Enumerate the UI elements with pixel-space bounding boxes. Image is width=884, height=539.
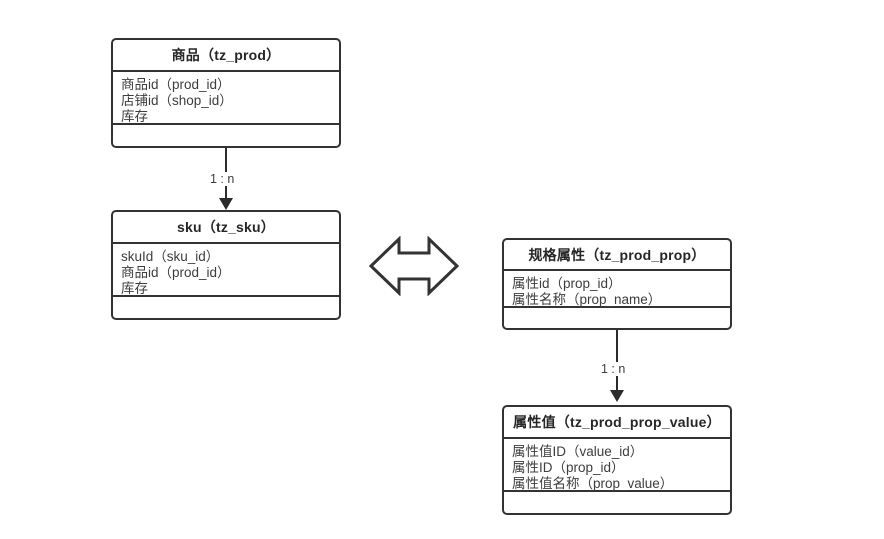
connector-label-cardinality: 1 : n (208, 172, 237, 186)
field-row: 商品id（prod_id） (121, 77, 231, 92)
field-row: skuId（sku_id） (121, 249, 220, 264)
entity-fields-tz-prod-prop-value: 属性值ID（value_id） 属性ID（prop_id） 属性值名称（prop… (504, 439, 730, 492)
entity-footer-tz-prod-prop (504, 308, 730, 328)
entity-fields-tz-prod: 商品id（prod_id） 店铺id（shop_id） 库存 (113, 72, 339, 125)
entity-header-tz-prod-prop: 规格属性（tz_prod_prop） (504, 240, 730, 271)
field-row: 属性值ID（value_id） (512, 444, 644, 459)
entity-tz-prod-prop-value[interactable]: 属性值（tz_prod_prop_value） 属性值ID（value_id） … (502, 405, 732, 515)
connector-label-cardinality: 1 : n (599, 362, 628, 376)
entity-header-tz-prod: 商品（tz_prod） (113, 40, 339, 72)
entity-footer-tz-prod-prop-value (504, 492, 730, 513)
connector-arrowhead (219, 198, 233, 210)
field-row: 属性id（prop_id） (512, 276, 622, 291)
connector-arrowhead (610, 390, 624, 402)
entity-fields-tz-prod-prop: 属性id（prop_id） 属性名称（prop_name） (504, 271, 730, 308)
entity-tz-sku[interactable]: sku（tz_sku） skuId（sku_id） 商品id（prod_id） … (111, 210, 341, 320)
double-headed-arrow-icon (368, 235, 460, 297)
field-row: 属性值名称（prop_value） (512, 476, 674, 491)
field-row: 库存 (121, 281, 148, 296)
entity-footer-tz-sku (113, 297, 339, 318)
connector-line (225, 148, 227, 200)
field-row: 属性ID（prop_id） (512, 460, 625, 475)
field-row: 店铺id（shop_id） (121, 93, 233, 108)
entity-tz-prod[interactable]: 商品（tz_prod） 商品id（prod_id） 店铺id（shop_id） … (111, 38, 341, 148)
entity-footer-tz-prod (113, 125, 339, 146)
connector-line (616, 330, 618, 392)
entity-header-tz-sku: sku（tz_sku） (113, 212, 339, 244)
field-row: 商品id（prod_id） (121, 265, 231, 280)
entity-fields-tz-sku: skuId（sku_id） 商品id（prod_id） 库存 (113, 244, 339, 297)
entity-tz-prod-prop[interactable]: 规格属性（tz_prod_prop） 属性id（prop_id） 属性名称（pr… (502, 238, 732, 330)
field-row: 属性名称（prop_name） (512, 292, 662, 307)
field-row: 库存 (121, 109, 148, 124)
entity-header-tz-prod-prop-value: 属性值（tz_prod_prop_value） (504, 407, 730, 439)
